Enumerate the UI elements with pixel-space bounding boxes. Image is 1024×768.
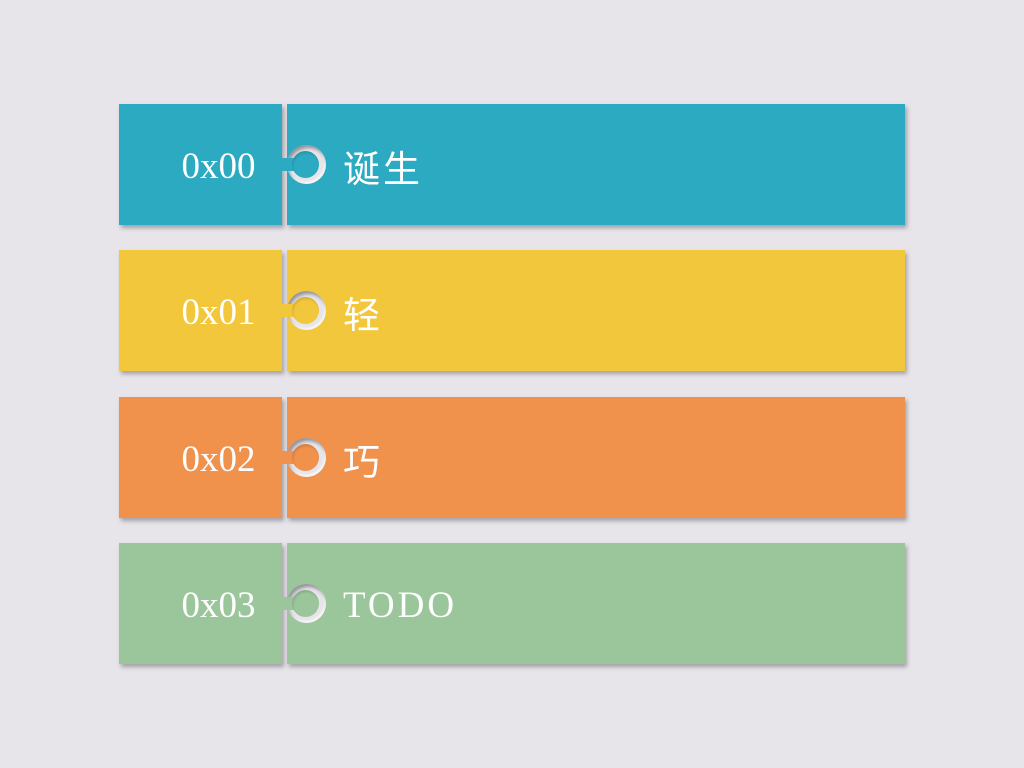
puzzle-piece-content bbox=[287, 397, 905, 518]
puzzle-piece-label bbox=[119, 250, 282, 371]
puzzle-row-3: 0x03 TODO bbox=[119, 543, 905, 664]
row-index-label: 0x03 bbox=[181, 584, 256, 626]
puzzle-tab-knob-icon bbox=[292, 444, 319, 471]
puzzle-tab-knob-icon bbox=[292, 590, 319, 617]
puzzle-row-2: 0x02 巧 bbox=[119, 397, 905, 518]
puzzle-row-1: 0x01 轻 bbox=[119, 250, 905, 371]
row-title: 轻 bbox=[343, 296, 383, 337]
row-index-label: 0x02 bbox=[181, 438, 256, 480]
puzzle-piece-label bbox=[119, 104, 282, 225]
puzzle-piece-content bbox=[287, 543, 905, 664]
row-index-label: 0x01 bbox=[181, 291, 256, 333]
row-title: 巧 bbox=[343, 443, 383, 484]
puzzle-piece-content bbox=[287, 250, 905, 371]
row-index-label: 0x00 bbox=[181, 145, 256, 187]
puzzle-row-0: 0x00 诞生 bbox=[119, 104, 905, 225]
row-title: 诞生 bbox=[343, 150, 423, 191]
puzzle-tab-knob-icon bbox=[292, 151, 319, 178]
puzzle-piece-content bbox=[287, 104, 905, 225]
row-title: TODO bbox=[343, 584, 458, 626]
puzzle-piece-label bbox=[119, 397, 282, 518]
puzzle-piece-label bbox=[119, 543, 282, 664]
puzzle-tab-knob-icon bbox=[292, 297, 319, 324]
